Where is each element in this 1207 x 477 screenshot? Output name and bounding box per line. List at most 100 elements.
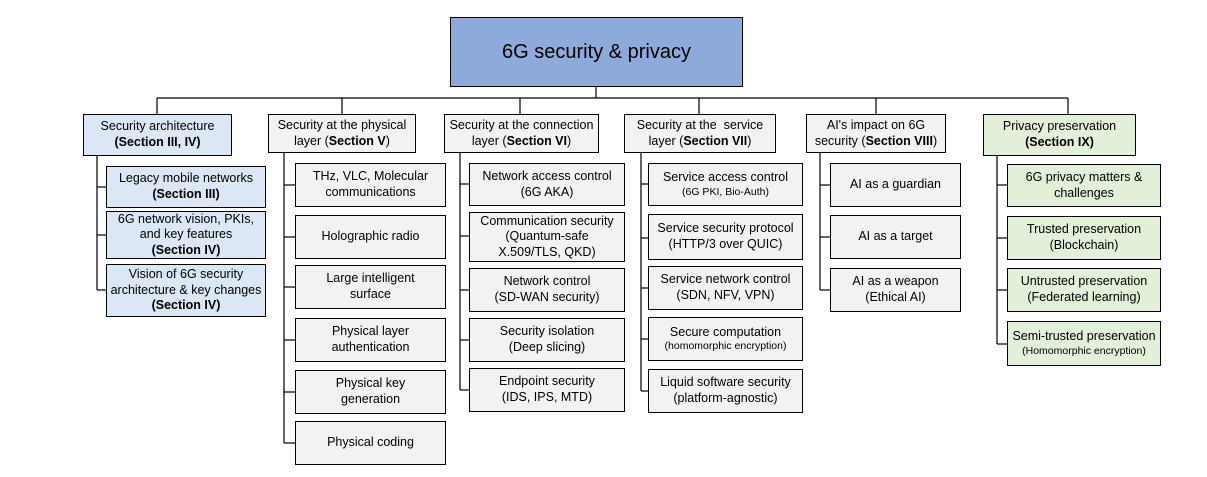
category-section: (Section III, IV) — [114, 135, 201, 149]
leaf-text: Network control — [503, 274, 591, 289]
category-title: security ( — [814, 133, 866, 148]
category-title: layer ( — [471, 133, 507, 148]
leaf-untrusted-preservation: Untrusted preservation (Federated learni… — [1007, 268, 1161, 312]
leaf-physical-layer-authentication: Physical layer authentication — [295, 318, 446, 362]
leaf-text: (Ethical AI) — [865, 290, 926, 304]
leaf-text: Untrusted preservation — [1020, 274, 1148, 289]
leaf-text: 6G privacy matters & — [1025, 169, 1143, 184]
leaf-text: Large intelligent — [326, 271, 415, 286]
leaf-security-isolation: Security isolation (Deep slicing) — [469, 318, 625, 362]
leaf-text: Semi-trusted preservation — [1012, 329, 1156, 344]
category-title: AI's impact on 6G — [826, 117, 926, 132]
category-section: Section VII — [683, 133, 748, 148]
leaf-text: challenges — [1054, 185, 1114, 200]
category-title: Security at the connection — [449, 117, 594, 132]
leaf-text: authentication — [331, 340, 410, 354]
category-privacy-preservation: Privacy preservation (Section IX) — [983, 114, 1136, 156]
leaf-trusted-preservation: Trusted preservation (Blockchain) — [1007, 216, 1161, 260]
leaf-text: X.509/TLS, QKD) — [498, 244, 596, 259]
leaf-6g-privacy-matters: 6G privacy matters & challenges — [1007, 164, 1161, 207]
leaf-ai-as-guardian: AI as a guardian — [830, 163, 961, 207]
leaf-text: Security isolation — [499, 324, 595, 339]
leaf-text: Service security protocol — [657, 221, 794, 236]
category-title: layer ( — [294, 133, 329, 148]
leaf-large-intelligent-surface: Large intelligent surface — [295, 265, 446, 309]
leaf-section: (Section III) — [152, 187, 220, 201]
category-title: ) — [932, 133, 938, 148]
leaf-text: AI as a weapon — [852, 274, 939, 289]
leaf-text: (SDN, NFV, VPN) — [676, 288, 775, 302]
leaf-service-network-control: Service network control (SDN, NFV, VPN) — [648, 266, 803, 310]
category-title: Privacy preservation — [1002, 119, 1117, 134]
leaf-service-access-control: Service access control (6G PKI, Bio-Auth… — [648, 163, 803, 206]
leaf-text: Secure computation — [669, 324, 782, 339]
leaf-text: (IDS, IPS, MTD) — [501, 390, 593, 404]
leaf-semi-trusted-preservation: Semi-trusted preservation (Homomorphic e… — [1007, 321, 1161, 366]
leaf-ai-as-weapon: AI as a weapon (Ethical AI) — [830, 268, 961, 312]
category-title: ) — [747, 133, 752, 148]
leaf-text: (SD-WAN security) — [494, 290, 600, 304]
leaf-text: (Homomorphic encryption) — [1022, 344, 1146, 357]
category-section: Section VIII — [865, 133, 933, 148]
leaf-text: 6G network vision, PKIs, — [117, 211, 255, 226]
category-section: Section V — [328, 133, 386, 148]
leaf-text: Endpoint security — [499, 374, 595, 389]
leaf-text: (HTTP/3 over QUIC) — [668, 237, 783, 251]
root-node: 6G security & privacy — [450, 17, 743, 87]
leaf-text: (platform-agnostic) — [673, 391, 778, 405]
leaf-text: (Quantum-safe — [505, 229, 589, 244]
leaf-text: Service network control — [660, 272, 791, 287]
leaf-network-access-control: Network access control (6G AKA) — [469, 163, 625, 206]
leaf-text: communications — [325, 185, 416, 199]
leaf-physical-coding: Physical coding — [295, 421, 446, 465]
category-section: (Section IX) — [1025, 135, 1094, 149]
leaf-text: (Federated learning) — [1027, 290, 1141, 304]
leaf-text: Service access control — [662, 170, 789, 185]
leaf-text: (6G PKI, Bio-Auth) — [682, 185, 769, 198]
category-title: layer ( — [648, 133, 684, 148]
category-title: Security at the physical — [277, 117, 407, 132]
leaf-text: (6G AKA) — [520, 184, 574, 199]
leaf-ai-as-target: AI as a target — [830, 215, 961, 259]
root-label: 6G security & privacy — [502, 40, 691, 63]
leaf-text: generation — [340, 392, 401, 406]
leaf-text: Physical key — [335, 376, 406, 391]
leaf-text: Network access control — [482, 168, 612, 183]
leaf-liquid-software-security: Liquid software security (platform-agnos… — [648, 369, 803, 413]
leaf-text: Legacy mobile networks — [118, 171, 254, 186]
leaf-secure-computation: Secure computation (homomorphic encrypti… — [648, 317, 803, 361]
leaf-section: (Section IV) — [151, 298, 221, 313]
category-title: ) — [567, 133, 572, 148]
leaf-text: Trusted preservation — [1026, 222, 1142, 237]
category-title: Security architecture — [100, 119, 215, 134]
leaf-text: Liquid software security — [660, 375, 791, 390]
leaf-holographic-radio: Holographic radio — [295, 215, 446, 259]
leaf-physical-key-generation: Physical key generation — [295, 370, 446, 414]
leaf-vision-6g-security-architecture: Vision of 6G security architecture & key… — [106, 264, 266, 317]
category-security-architecture: Security architecture (Section III, IV) — [83, 114, 232, 156]
leaf-section: (Section IV) — [151, 242, 221, 257]
leaf-legacy-mobile-networks: Legacy mobile networks (Section III) — [106, 166, 266, 208]
leaf-text: AI as a guardian — [849, 177, 942, 192]
leaf-text: Holographic radio — [321, 229, 420, 244]
leaf-text: AI as a target — [858, 229, 933, 244]
category-title: Security at the service — [636, 117, 764, 132]
category-physical-layer: Security at the physical layer (Section … — [268, 114, 416, 153]
leaf-text: architecture & key changes — [110, 282, 262, 297]
leaf-text: Vision of 6G security — [128, 267, 244, 282]
leaf-communication-security: Communication security (Quantum-safe X.5… — [469, 212, 625, 262]
category-title: ) — [385, 133, 390, 148]
leaf-text: and key features — [139, 227, 233, 242]
leaf-thz-vlc-molecular: THz, VLC, Molecular communications — [295, 163, 446, 207]
leaf-text: Physical layer — [331, 324, 410, 339]
leaf-text: (Blockchain) — [1049, 238, 1119, 252]
category-service-layer: Security at the service layer (Section V… — [624, 114, 776, 153]
leaf-service-security-protocol: Service security protocol (HTTP/3 over Q… — [648, 214, 803, 260]
leaf-text: (Deep slicing) — [508, 340, 586, 354]
category-ai-impact: AI's impact on 6G security (Section VIII… — [806, 114, 946, 153]
leaf-network-control: Network control (SD-WAN security) — [469, 268, 625, 312]
leaf-endpoint-security: Endpoint security (IDS, IPS, MTD) — [469, 368, 625, 412]
category-section: Section VI — [506, 133, 567, 148]
leaf-text: surface — [350, 287, 391, 301]
